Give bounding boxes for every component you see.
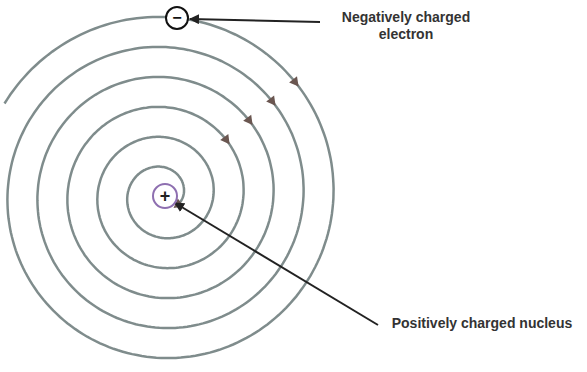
spiral-arrowhead <box>289 76 299 86</box>
nucleus-circle: + <box>152 183 178 209</box>
spiral-arrowheads <box>174 76 299 208</box>
electron-circle: − <box>165 6 189 30</box>
spiral-path <box>5 17 334 358</box>
callout-label: Negatively charged electron <box>326 9 486 43</box>
spiral-arrowhead <box>266 96 275 106</box>
spiral-arrowhead <box>243 115 252 125</box>
callout-label: Positively charged nucleus <box>384 315 580 332</box>
spiral-arrowhead <box>220 134 229 144</box>
leader-line <box>190 19 320 22</box>
leader-line <box>175 203 378 325</box>
charge-sign: + <box>160 187 171 205</box>
charge-sign: − <box>172 10 181 26</box>
